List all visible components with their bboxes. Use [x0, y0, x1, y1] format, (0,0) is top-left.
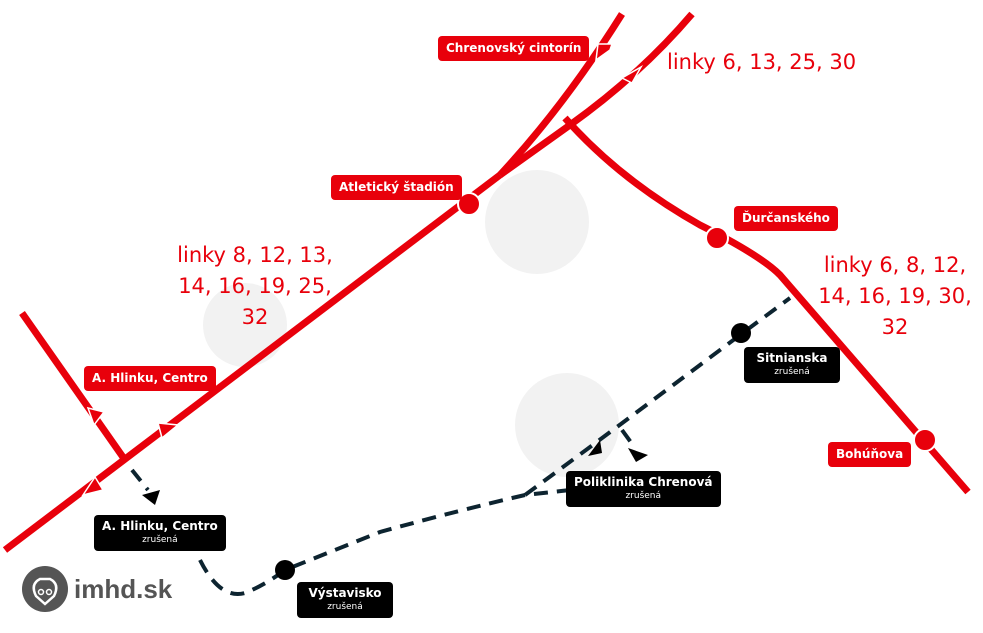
- stop-dot-vystavisko: [275, 560, 295, 580]
- stop-dot-durcanskeho: [705, 226, 729, 250]
- stop-label: Atletický štadión: [331, 175, 462, 200]
- detour-line-4: [620, 428, 637, 450]
- detour-line-2: [198, 488, 571, 596]
- main-route: [2, 172, 503, 553]
- line-list-top: linky 6, 13, 25, 30: [667, 50, 857, 74]
- route-hlinku: [19, 310, 128, 463]
- stop-dot-atleticky: [457, 192, 481, 216]
- route-branch-cemetery: [497, 12, 625, 178]
- stop-label: Bohúňova: [828, 442, 912, 467]
- stop-dot-sitnianska: [731, 323, 751, 343]
- stop-dot-bohunova: [913, 428, 937, 452]
- line-list-left: linky 8, 12, 13,14, 16, 19, 25, 32: [177, 243, 333, 329]
- watermarks: [203, 170, 619, 477]
- stop-dots: [275, 192, 937, 580]
- detour-line-3: [523, 296, 792, 497]
- imhd-logo: imhd.sk: [22, 566, 172, 612]
- logo-text: imhd.sk: [74, 573, 173, 604]
- detour-line-1: [130, 468, 150, 492]
- stop-label: Ďurčanského: [734, 206, 838, 231]
- detour-arrows: [142, 440, 648, 505]
- bus-stop-icon: [22, 566, 68, 612]
- stop-label: A. Hlinku, Centro: [84, 366, 216, 391]
- line-list-right: linky 6, 8, 12,14, 16, 19, 30, 32: [818, 253, 972, 339]
- direction-arrows: [81, 43, 643, 497]
- stop-label: Chrenovský cintorín: [438, 36, 590, 61]
- route-branch-durcanskeho: [562, 115, 971, 495]
